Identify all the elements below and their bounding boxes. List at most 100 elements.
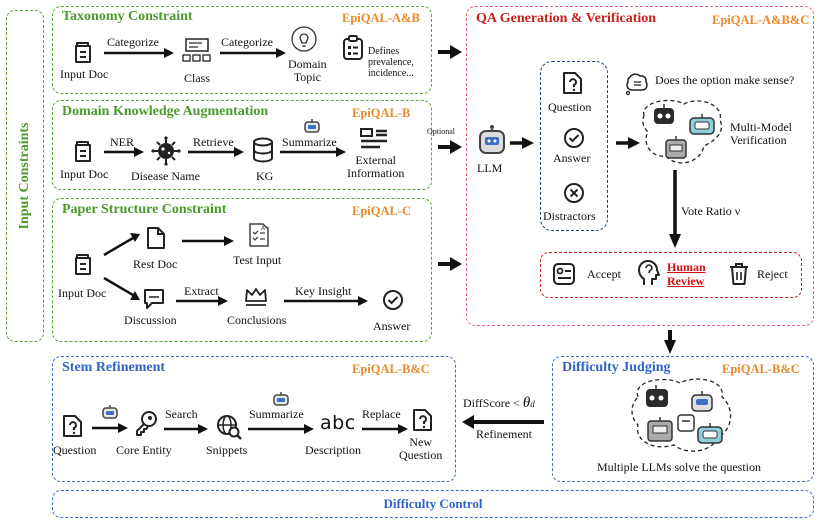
crown-icon <box>245 288 267 306</box>
clipboard-icon <box>553 263 575 285</box>
robot-icon <box>665 136 687 159</box>
taxonomy-input-doc-label: Input Doc <box>60 67 109 81</box>
arrow <box>188 147 244 157</box>
discussion-label: Discussion <box>124 313 177 327</box>
optional-label: Optional <box>427 127 455 136</box>
paper-answer-label: Answer <box>373 319 411 333</box>
globe-search-icon <box>217 415 242 440</box>
arrow <box>164 424 208 434</box>
stem-title: Stem Refinement <box>62 360 166 375</box>
llm-label: LLM <box>477 161 503 175</box>
distractors-label: Distractors <box>543 209 596 223</box>
robot-icon <box>304 119 320 133</box>
retrieve-label: Retrieve <box>193 135 234 149</box>
robot-icon <box>654 104 674 124</box>
robot-icon <box>689 114 715 135</box>
paper-box <box>52 198 432 342</box>
svg-text:A+: A+ <box>261 225 270 232</box>
paper-input-doc-label: Input Doc <box>58 286 107 300</box>
head-icon <box>638 260 660 285</box>
test-input-label: Test Input <box>233 253 282 267</box>
domain-title: Domain Knowledge Augmentation <box>62 104 269 119</box>
database-icon <box>253 137 273 163</box>
arrow <box>438 257 462 271</box>
arrow <box>103 233 140 257</box>
clipboard-icon <box>343 35 363 60</box>
domain-input-doc-label: Input Doc <box>60 167 109 181</box>
qa-tag: EpiQAL-A&B&C <box>712 13 810 27</box>
arrow <box>462 415 544 429</box>
description-label: Description <box>305 443 361 457</box>
stem-tag: EpiQAL-B&C <box>352 362 430 376</box>
summarize-label: Summarize <box>249 407 304 421</box>
taxonomy-box <box>52 6 432 94</box>
paper-title: Paper Structure Constraint <box>62 202 227 217</box>
question-file-icon <box>413 409 432 431</box>
question-file-icon <box>563 72 582 94</box>
input-constraints-box <box>6 10 44 342</box>
document-icon <box>75 141 91 162</box>
categorize-label-1: Categorize <box>107 35 159 49</box>
trash-icon <box>730 263 748 285</box>
document-icon <box>75 254 91 275</box>
arrow <box>280 147 346 157</box>
categorize-label-2: Categorize <box>221 35 273 49</box>
input-constraints-label: Input Constraints <box>17 122 32 230</box>
answer-label: Answer <box>553 151 591 165</box>
robot-icon <box>102 405 118 419</box>
robot-icon <box>691 391 713 412</box>
robot-icon <box>273 392 289 406</box>
domain-box <box>52 100 432 190</box>
difficulty-tag: EpiQAL-B&C <box>722 362 800 376</box>
diffscore-label: DiffScore < θd <box>463 395 535 411</box>
qa-box <box>466 6 814 326</box>
question-label: Question <box>548 100 592 114</box>
virus-icon <box>151 136 181 166</box>
taxonomy-tag: EpiQAL-A&B <box>342 11 420 25</box>
arrow <box>438 45 462 59</box>
arrow <box>182 236 234 246</box>
robot-icon <box>479 125 505 154</box>
key-insight-label: Key Insight <box>295 284 352 298</box>
robot-group-difficulty <box>631 378 732 452</box>
new-question-label: New Question <box>399 435 443 462</box>
stem-box <box>52 356 456 482</box>
arrow <box>510 137 534 149</box>
check-circle-icon <box>564 128 584 148</box>
disease-name-label: Disease Name <box>131 169 200 183</box>
options-box <box>540 61 608 231</box>
difficulty-control-box <box>52 490 814 518</box>
stem-question-label: Question <box>53 443 97 457</box>
human-review-label: Human Review <box>667 260 706 288</box>
domain-topic-label: Domain Topic <box>288 57 327 84</box>
document-icon <box>75 42 91 63</box>
text-lines-icon <box>360 128 387 149</box>
robot-icon <box>677 414 695 432</box>
robot-icon <box>646 385 668 407</box>
difficulty-title: Difficulty Judging <box>562 360 671 375</box>
arrow <box>362 424 408 434</box>
arrow <box>616 137 640 149</box>
arrow <box>92 423 128 433</box>
extract-label: Extract <box>184 284 219 298</box>
presentation-icon <box>182 38 211 62</box>
summarize-label: Summarize <box>282 135 337 149</box>
lightbulb-icon <box>291 26 317 52</box>
checklist-icon: A+ <box>249 223 270 247</box>
file-icon <box>147 227 165 249</box>
replace-label: Replace <box>362 407 401 421</box>
search-label: Search <box>165 407 198 421</box>
robot-icon <box>697 423 723 444</box>
x-circle-icon <box>564 183 584 203</box>
multi-model-label: Multi-Model Verification <box>730 120 792 147</box>
domain-tag: EpiQAL-B <box>352 106 411 120</box>
robot-icon <box>647 417 673 442</box>
arrow <box>248 424 314 434</box>
ner-label: NER <box>110 135 134 149</box>
sense-label: Does the option make sense? <box>655 73 795 87</box>
arrow <box>664 330 676 354</box>
difficulty-control-label: Difficulty Control <box>383 496 483 511</box>
arrow <box>104 48 174 58</box>
paper-tag: EpiQAL-C <box>352 204 412 218</box>
abc-icon: abc <box>320 412 356 434</box>
